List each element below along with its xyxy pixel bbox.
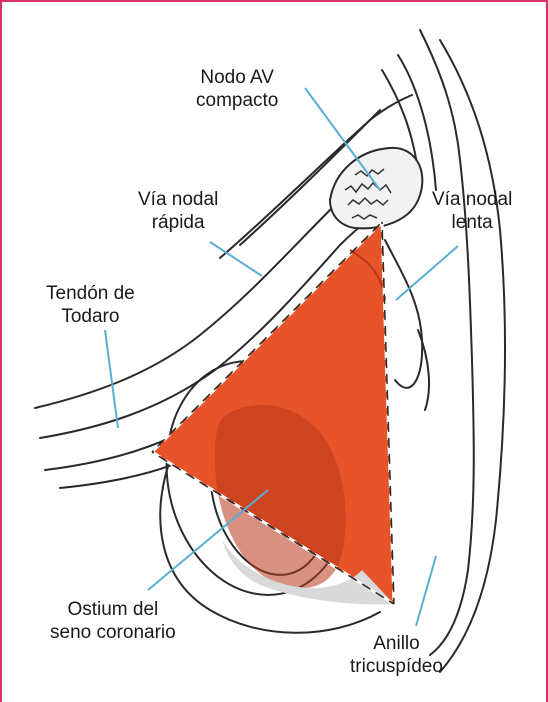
label-via-rapida-line1: Vía nodal xyxy=(138,188,218,211)
label-ostium-line1: Ostium del xyxy=(50,598,176,621)
label-anillo: Anillo tricuspídeo xyxy=(350,632,443,678)
label-todaro-line2: Todaro xyxy=(46,305,135,328)
label-ostium: Ostium del seno coronario xyxy=(50,598,176,644)
label-anillo-line2: tricuspídeo xyxy=(350,655,443,678)
label-todaro-line1: Tendón de xyxy=(46,282,135,305)
leader-via-lenta xyxy=(396,246,458,300)
label-via-rapida-line2: rápida xyxy=(138,211,218,234)
compact-av-node xyxy=(330,148,422,228)
label-via-lenta-line2: lenta xyxy=(432,211,512,234)
slow-pathway-outline xyxy=(385,240,422,388)
leader-via-rapida xyxy=(210,242,262,276)
label-anillo-line1: Anillo xyxy=(350,632,443,655)
label-nodo-av-line2: compacto xyxy=(196,89,278,112)
label-todaro: Tendón de Todaro xyxy=(46,282,135,328)
label-nodo-av: Nodo AV compacto xyxy=(196,66,278,112)
label-ostium-line2: seno coronario xyxy=(50,621,176,644)
atrial-wall-right xyxy=(420,30,474,655)
label-nodo-av-line1: Nodo AV xyxy=(196,66,278,89)
label-via-rapida: Vía nodal rápida xyxy=(138,188,218,234)
label-via-lenta: Vía nodal lenta xyxy=(432,188,512,234)
leader-todaro xyxy=(105,330,118,428)
label-via-lenta-line1: Vía nodal xyxy=(432,188,512,211)
